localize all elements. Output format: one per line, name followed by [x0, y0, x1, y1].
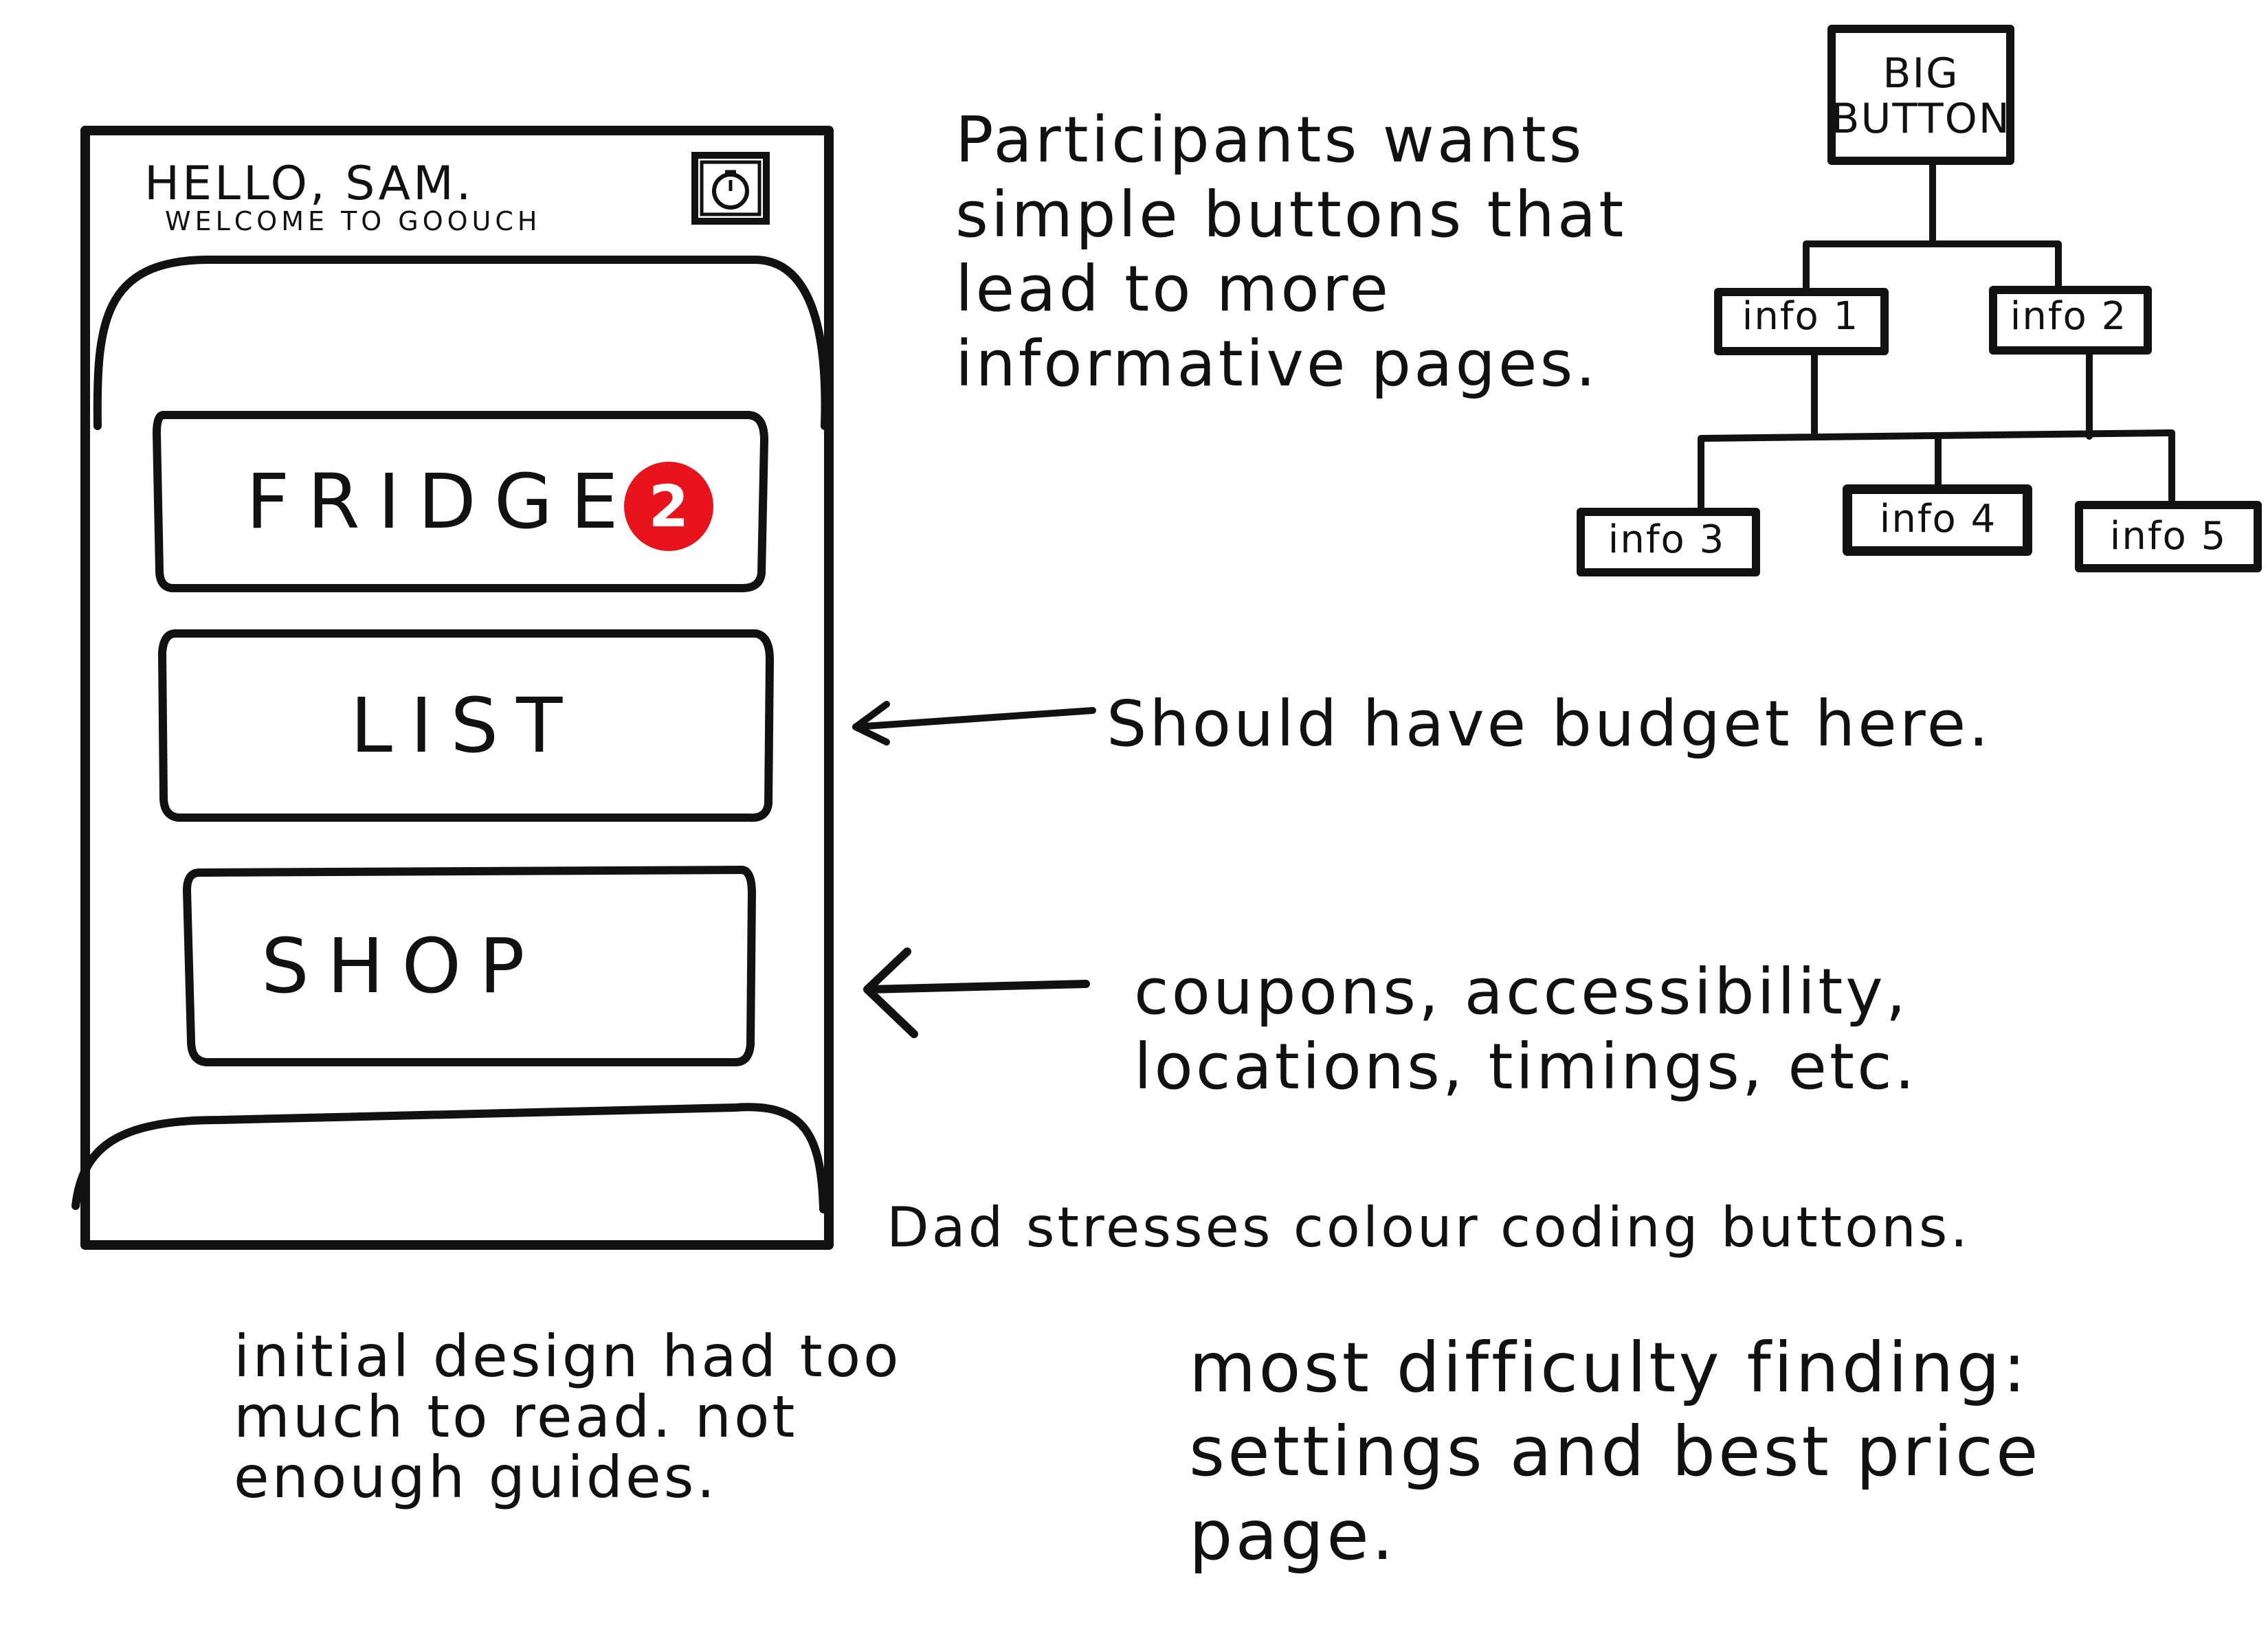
list-button[interactable]: LIST [162, 633, 768, 818]
fridge-button-label: FRIDGE [246, 458, 636, 546]
note-initial-design: initial design had too much to read. not… [234, 1323, 902, 1512]
tree-node-info-2: info 2 [2010, 293, 2128, 339]
tree-node-info-4: info 4 [1879, 496, 1997, 541]
shop-button[interactable]: SHOP [186, 870, 751, 1062]
tree-box-root [1827, 25, 2014, 165]
welcome-text: WELCOME TO GOOUCH [165, 206, 542, 236]
greeting-text: HELLO, SAM. [144, 157, 474, 211]
note-colour-coding: Dad stresses colour coding buttons. [887, 1196, 1970, 1259]
tree-node-info-1: info 1 [1742, 293, 1860, 339]
note-budget: Should have budget here. [1107, 687, 1992, 761]
note-shop-features: coupons, accessibility, locations, timin… [1134, 955, 1917, 1103]
note-participant-feedback: Participants wants simple buttons that l… [955, 103, 1627, 401]
tree-node-info-3: info 3 [1608, 517, 1726, 562]
phone-frame [80, 126, 834, 1250]
tree-node-info-5: info 5 [2109, 513, 2227, 559]
fridge-button[interactable]: FRIDGE [157, 415, 761, 588]
note-difficulty: most difficulty finding: settings and be… [1189, 1327, 2041, 1575]
list-button-label: LIST [350, 682, 581, 770]
shop-button-label: SHOP [261, 922, 543, 1010]
tree-node-big-button: BIG BUTTON [1831, 49, 2011, 143]
timer-icon[interactable] [689, 151, 772, 227]
fridge-notification-badge: 2 [624, 462, 713, 551]
